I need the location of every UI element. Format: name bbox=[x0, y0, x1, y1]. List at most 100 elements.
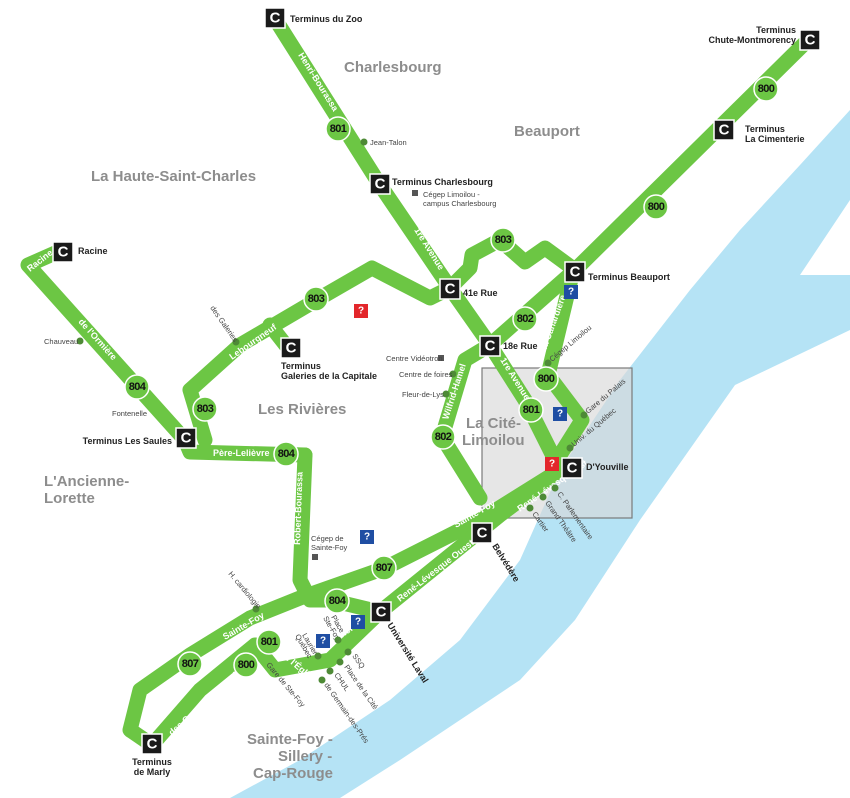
svg-text:C: C bbox=[58, 244, 69, 261]
stop-dot[interactable] bbox=[551, 484, 559, 492]
route-badge-804[interactable]: 804 bbox=[324, 588, 350, 614]
route-badge-807[interactable]: 807 bbox=[177, 651, 203, 677]
terminus-charlesbourg[interactable]: C Terminus Charlesbourg bbox=[369, 173, 493, 195]
stop-dot[interactable] bbox=[360, 138, 368, 146]
stop-dot[interactable] bbox=[449, 370, 457, 378]
route-badge-802[interactable]: 802 bbox=[430, 424, 456, 450]
svg-text:?: ? bbox=[320, 636, 326, 647]
svg-text:Terminus: Terminus bbox=[281, 361, 321, 371]
stop-dot[interactable] bbox=[232, 338, 240, 346]
svg-text:C: C bbox=[570, 264, 581, 281]
route-badge-807[interactable]: 807 bbox=[371, 555, 397, 581]
region-lorette: Lorette bbox=[44, 490, 95, 507]
poi-square-icon bbox=[312, 554, 318, 560]
info-marker-blue[interactable]: ? bbox=[316, 634, 330, 648]
svg-text:C: C bbox=[375, 176, 386, 193]
region-beauport: Beauport bbox=[514, 123, 580, 140]
svg-text:Terminus du Zoo: Terminus du Zoo bbox=[290, 14, 363, 24]
stop-dot[interactable] bbox=[539, 493, 547, 501]
stop-cegep-limoilou-charlesbourg: Cégep Limoilou - bbox=[423, 190, 480, 199]
info-marker-blue[interactable]: ? bbox=[351, 615, 365, 629]
svg-text:C: C bbox=[270, 10, 281, 27]
route-badge-801[interactable]: 801 bbox=[518, 397, 544, 423]
svg-text:C: C bbox=[147, 736, 158, 753]
stop-dot[interactable] bbox=[318, 676, 326, 684]
terminus-beauport[interactable]: C Terminus Beauport bbox=[564, 261, 670, 283]
route-badge-803[interactable]: 803 bbox=[490, 227, 516, 253]
route-badge-800[interactable]: 800 bbox=[643, 194, 669, 220]
stop-dot[interactable] bbox=[526, 504, 534, 512]
river bbox=[230, 110, 850, 798]
route-badges: 801 800 800 803 803 802 804 800 803 801 … bbox=[124, 76, 779, 678]
region-ancienne-lorette: L'Ancienne- bbox=[44, 473, 129, 490]
stop-dot[interactable] bbox=[334, 636, 342, 644]
route-badge-804[interactable]: 804 bbox=[273, 441, 299, 467]
station-universite-laval[interactable]: C Université Laval bbox=[370, 601, 430, 685]
route-800-canardiere bbox=[540, 267, 590, 463]
stop-dot[interactable] bbox=[442, 390, 450, 398]
svg-text:Terminus: Terminus bbox=[756, 25, 796, 35]
info-marker-blue[interactable]: ? bbox=[360, 530, 374, 544]
stop-dot[interactable] bbox=[566, 444, 574, 452]
stop-jean-talon: Jean-Talon bbox=[370, 138, 407, 147]
station-d-youville[interactable]: C D'Youville bbox=[561, 457, 628, 479]
svg-text:800: 800 bbox=[758, 83, 775, 95]
route-badge-804[interactable]: 804 bbox=[124, 374, 150, 400]
region-la-cite: La Cité- bbox=[466, 415, 521, 432]
svg-text:Terminus Beauport: Terminus Beauport bbox=[588, 272, 670, 282]
info-marker-red[interactable]: ? bbox=[354, 304, 368, 318]
terminus-chute-montmorency[interactable]: C Terminus Chute-Montmorency bbox=[709, 25, 821, 51]
route-badge-803[interactable]: 803 bbox=[303, 286, 329, 312]
svg-text:Galeries de la Capitale: Galeries de la Capitale bbox=[281, 371, 377, 381]
stop-dot[interactable] bbox=[336, 658, 344, 666]
stop-dot[interactable] bbox=[314, 652, 322, 660]
stop-h-cardiologie: H. cardiologie bbox=[226, 570, 262, 611]
route-badge-800[interactable]: 800 bbox=[533, 366, 559, 392]
stop-dot[interactable] bbox=[76, 337, 84, 345]
svg-text:Terminus: Terminus bbox=[745, 124, 785, 134]
svg-text:800: 800 bbox=[538, 373, 555, 385]
route-badge-801[interactable]: 801 bbox=[256, 629, 282, 655]
terminus-racine[interactable]: C Racine bbox=[52, 241, 108, 263]
terminus-zoo[interactable]: C Terminus du Zoo bbox=[264, 7, 363, 29]
stop-dot[interactable] bbox=[252, 605, 260, 613]
svg-text:D'Youville: D'Youville bbox=[586, 462, 628, 472]
stop-cegep-de: Cégep de bbox=[311, 534, 344, 543]
stop-dot[interactable] bbox=[326, 667, 334, 675]
svg-text:?: ? bbox=[549, 459, 555, 470]
station-belvedere[interactable]: C Belvédère bbox=[471, 522, 522, 584]
route-badge-802[interactable]: 802 bbox=[512, 306, 538, 332]
terminus-les-saules[interactable]: C Terminus Les Saules bbox=[83, 427, 197, 449]
stop-dot[interactable] bbox=[580, 411, 588, 419]
svg-text:C: C bbox=[376, 604, 387, 621]
route-badge-800[interactable]: 800 bbox=[753, 76, 779, 102]
info-marker-red[interactable]: ? bbox=[545, 457, 559, 471]
terminus-galeries-de-la-capitale[interactable]: C Terminus Galeries de la Capitale bbox=[280, 337, 377, 381]
stop-centre-de-foires: Centre de foires bbox=[399, 370, 453, 379]
svg-text:de Marly: de Marly bbox=[134, 767, 171, 777]
stop-fleur-de-lys: Fleur-de-Lys bbox=[402, 390, 444, 399]
svg-text:Belvédère: Belvédère bbox=[490, 542, 521, 584]
svg-text:Terminus Les Saules: Terminus Les Saules bbox=[83, 436, 172, 446]
info-marker-blue[interactable]: ? bbox=[553, 407, 567, 421]
poi-square-icon bbox=[438, 355, 444, 361]
svg-text:C: C bbox=[805, 32, 816, 49]
terminus-la-cimenterie[interactable]: C Terminus La Cimenterie bbox=[713, 119, 805, 144]
station-41e-rue[interactable]: C 41e Rue bbox=[439, 278, 498, 300]
stop-dot[interactable] bbox=[544, 359, 552, 367]
svg-text:804: 804 bbox=[129, 381, 147, 393]
route-badge-803[interactable]: 803 bbox=[192, 396, 218, 422]
water-area bbox=[230, 110, 850, 798]
info-markers: ? ? ? ? ? ? ? bbox=[316, 285, 578, 648]
station-18e-rue[interactable]: C 18e Rue bbox=[479, 335, 538, 357]
info-marker-blue[interactable]: ? bbox=[564, 285, 578, 299]
route-badge-801[interactable]: 801 bbox=[325, 116, 351, 142]
svg-text:801: 801 bbox=[330, 123, 347, 135]
svg-text:C: C bbox=[477, 525, 488, 542]
route-badge-800[interactable]: 800 bbox=[233, 652, 259, 678]
stop-dot[interactable] bbox=[344, 648, 352, 656]
svg-text:803: 803 bbox=[495, 234, 512, 246]
terminus-de-marly[interactable]: C Terminus de Marly bbox=[132, 733, 172, 777]
region-sillery: Sillery - bbox=[278, 748, 332, 765]
